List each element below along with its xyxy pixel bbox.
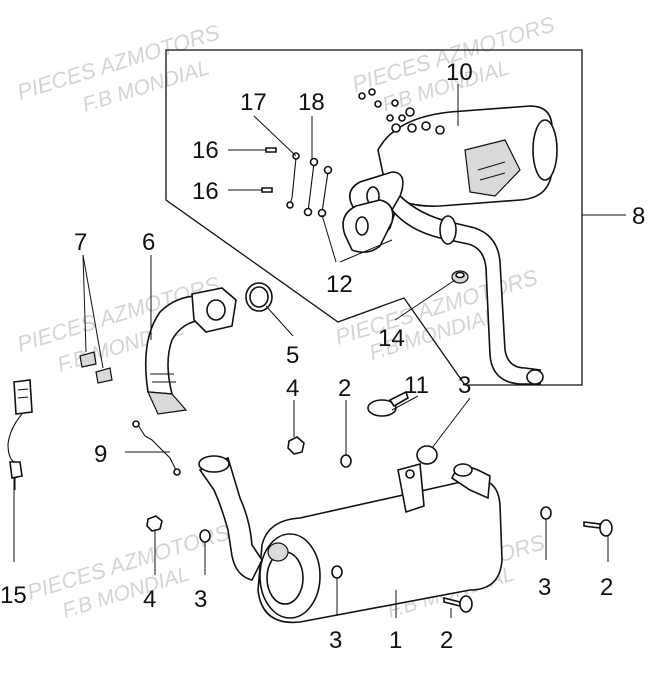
callout-3d: 3 bbox=[538, 574, 551, 601]
grommet-14-hole bbox=[455, 271, 465, 279]
washer bbox=[407, 123, 417, 133]
callout-15: 10 bbox=[446, 59, 473, 86]
washer-18 bbox=[323, 165, 333, 175]
washer bbox=[435, 125, 445, 135]
heat-shield bbox=[464, 139, 521, 197]
washer bbox=[391, 123, 401, 133]
washer-3c bbox=[331, 565, 343, 579]
bracket-hole bbox=[355, 216, 369, 236]
nut-4b bbox=[146, 515, 163, 532]
small-nut bbox=[374, 100, 382, 108]
spring-8 bbox=[137, 424, 177, 471]
muffler-mount-bracket bbox=[397, 462, 425, 514]
flange-bore bbox=[206, 299, 226, 321]
leader-14 bbox=[394, 279, 456, 321]
clip-7a bbox=[79, 351, 97, 368]
washer-3d bbox=[540, 506, 552, 520]
callout-16b: 16 bbox=[192, 178, 219, 205]
washer-3a bbox=[340, 454, 352, 468]
header-pipe-rib bbox=[150, 373, 176, 383]
leader-7a bbox=[82, 254, 87, 353]
stud-18b bbox=[321, 171, 329, 213]
washer-18 bbox=[303, 207, 313, 217]
washer bbox=[405, 107, 415, 117]
leader-lines bbox=[13, 84, 626, 618]
small-nut bbox=[398, 114, 406, 122]
muffler-inlet-ring bbox=[453, 463, 473, 477]
small-nut bbox=[391, 99, 399, 107]
clamp-11-bolt bbox=[388, 390, 409, 408]
callout-11: 11 bbox=[404, 372, 429, 399]
callout-3c: 3 bbox=[329, 627, 342, 654]
washer-3b bbox=[199, 529, 211, 543]
callout-14: 14 bbox=[378, 325, 405, 352]
callout-5: 5 bbox=[286, 342, 299, 369]
stud-18a bbox=[307, 162, 315, 213]
leader-10 bbox=[431, 397, 471, 449]
subassembly-outline bbox=[165, 49, 583, 386]
upper-silencer-assembly bbox=[261, 88, 558, 385]
bolt-2a-head bbox=[599, 519, 613, 537]
gasket-5-inner bbox=[249, 286, 269, 308]
washer bbox=[421, 121, 431, 131]
callout-18: 18 bbox=[298, 89, 325, 116]
leader-11 bbox=[391, 395, 419, 411]
callout-4a: 4 bbox=[286, 375, 299, 402]
header-pipe-outlet bbox=[147, 391, 188, 415]
bolt-16b bbox=[261, 187, 273, 193]
heat-shield-slot bbox=[477, 161, 506, 181]
callout-3a: 2 bbox=[338, 375, 351, 402]
muffler-outlet bbox=[267, 542, 289, 562]
spring-17 bbox=[289, 157, 297, 205]
sensor-body bbox=[9, 461, 23, 479]
leader-7b bbox=[82, 254, 104, 369]
spring-8-end bbox=[173, 468, 181, 476]
callout-17: 17 bbox=[240, 89, 267, 116]
small-nut bbox=[386, 114, 394, 122]
leader-5 bbox=[265, 305, 294, 337]
sensor-connector-pins bbox=[17, 388, 29, 399]
pipe-outlet bbox=[526, 369, 544, 385]
oxygen-sensor bbox=[7, 379, 33, 490]
main-muffler bbox=[198, 455, 503, 624]
hardware-cluster bbox=[358, 88, 445, 135]
gasket-10 bbox=[416, 445, 438, 465]
callout-7: 7 bbox=[74, 229, 87, 256]
link-pipe-mouth bbox=[198, 455, 230, 473]
leader-12b bbox=[339, 239, 393, 263]
leader-17 bbox=[253, 115, 297, 157]
callout-4b: 4 bbox=[143, 586, 156, 613]
loose-hardware bbox=[79, 282, 613, 613]
bracket-hole bbox=[405, 469, 415, 479]
sensor-wire bbox=[7, 413, 23, 463]
callout-3b: 3 bbox=[194, 586, 207, 613]
callout-9: 8 bbox=[632, 203, 645, 230]
callout-2b: 2 bbox=[440, 627, 453, 654]
bolt-2a bbox=[583, 521, 601, 529]
washer-18 bbox=[309, 157, 319, 167]
callout-1: 1 bbox=[389, 627, 402, 654]
callout-2a: 2 bbox=[600, 574, 613, 601]
spring-8-end bbox=[132, 420, 140, 428]
callout-labels: 10 17 18 16 16 8 7 6 12 14 5 4 2 11 3 9 … bbox=[0, 59, 645, 654]
small-nut bbox=[358, 92, 366, 100]
callout-16a: 16 bbox=[192, 137, 219, 164]
callout-13: 15 bbox=[0, 582, 27, 609]
muffler-link-pipe bbox=[198, 456, 263, 581]
nut-4a bbox=[287, 436, 305, 455]
bolt-2b-head bbox=[459, 595, 473, 613]
callout-8: 9 bbox=[94, 441, 107, 468]
callout-12: 12 bbox=[326, 271, 353, 298]
small-nut bbox=[368, 88, 376, 96]
spring-17-end bbox=[286, 201, 294, 209]
pipe-collar bbox=[439, 215, 457, 245]
leader-12a bbox=[321, 214, 337, 263]
clip-7b bbox=[95, 367, 113, 384]
callout-6: 6 bbox=[142, 229, 155, 256]
bolt-16a bbox=[265, 147, 277, 153]
header-pipe bbox=[144, 287, 237, 415]
callout-10: 3 bbox=[458, 372, 471, 399]
upper-muffler-endcap bbox=[532, 119, 558, 181]
